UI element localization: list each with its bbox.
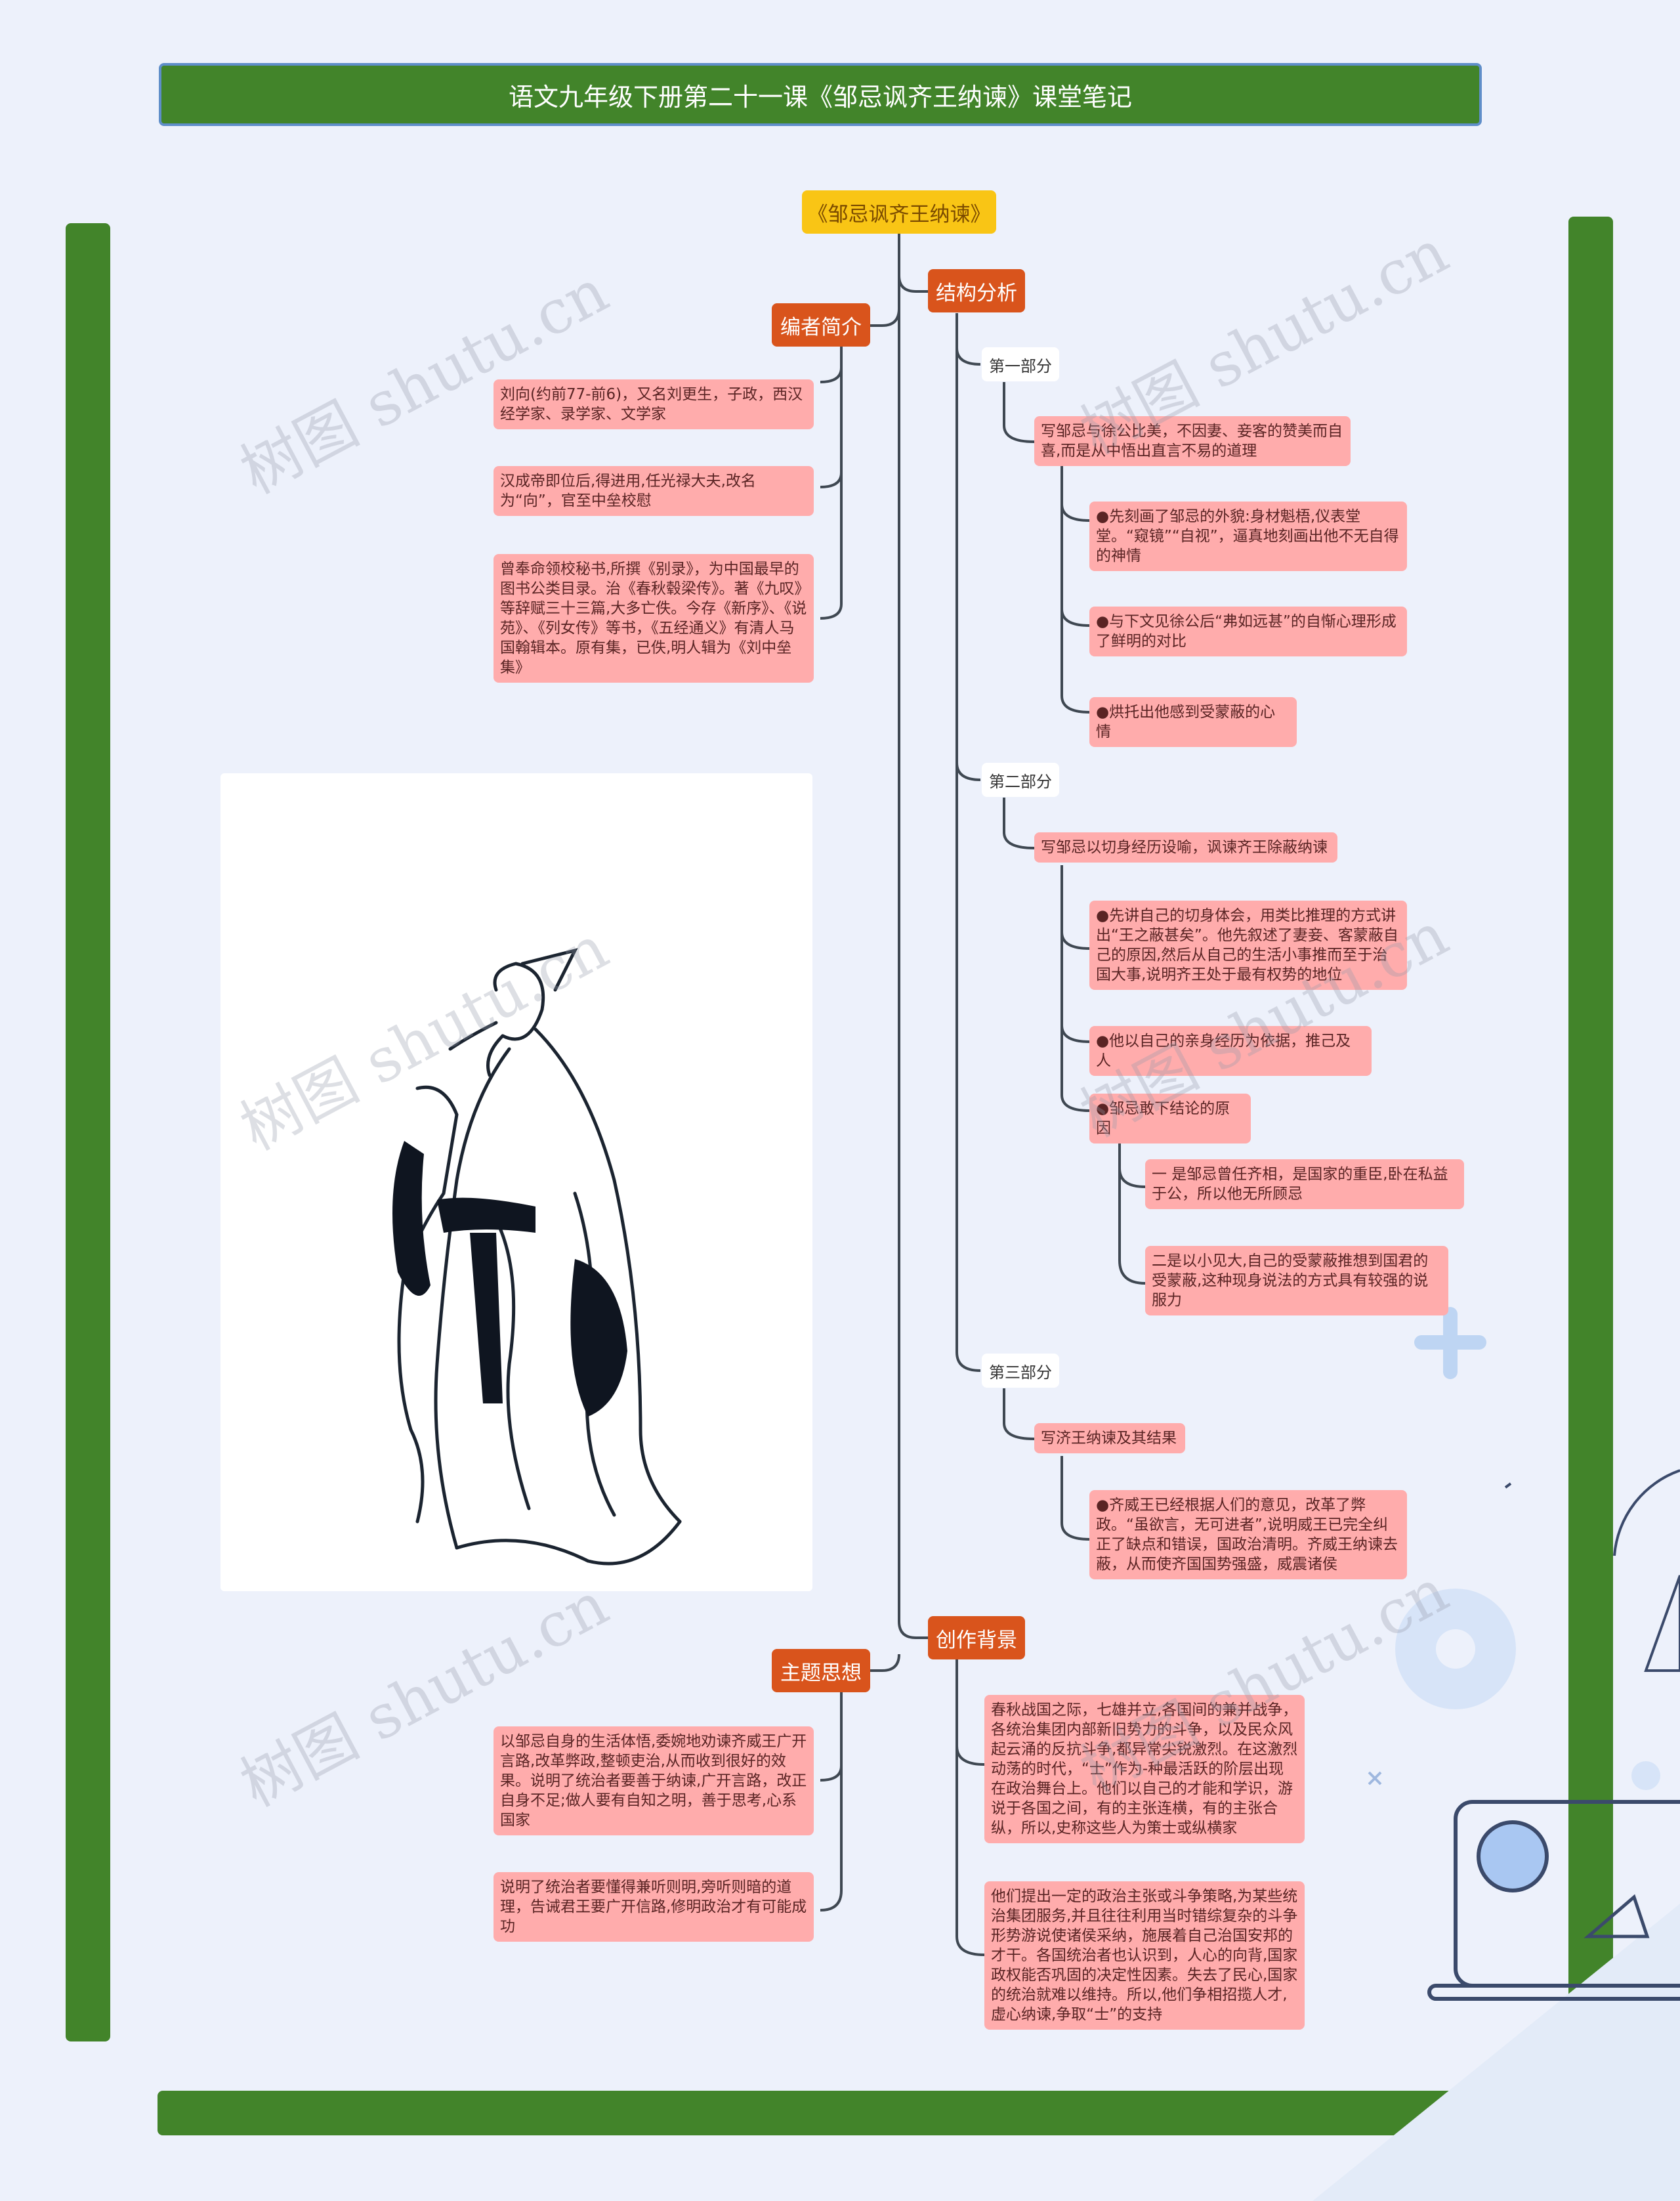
part-1-point-3[interactable]: ●烘托出他感到受蒙蔽的心情: [1089, 697, 1297, 747]
theme-note-2[interactable]: 说明了统治者要懂得兼听则明,旁听则暗的道理，告诫君王要广开信路,修明政治才有可能…: [494, 1872, 814, 1942]
branch-author[interactable]: 编者简介: [772, 303, 870, 347]
part-1-summary[interactable]: 写邹忌与徐公比美，不因妻、妾客的赞美而自喜,而是从中悟出直言不易的道理: [1034, 416, 1351, 466]
part-1-point-1[interactable]: ●先刻画了邹忌的外貌:身材魁梧,仪表堂堂。“窥镜”“自视”，逼真地刻画出他不无自…: [1089, 502, 1407, 571]
page-title: 语文九年级下册第二十一课《邹忌讽齐王纳谏》课堂笔记: [159, 63, 1482, 126]
zou-ji-portrait: [220, 773, 812, 1591]
author-note-1[interactable]: 刘向(约前77-前6)，又名刘更生，子政，西汉经学家、录学家、文学家: [494, 379, 814, 429]
background-note-2[interactable]: 他们提出一定的政治主张或斗争策略,为某些统治集团服务,并且往往利用当时错综复杂的…: [984, 1881, 1305, 2030]
part-2-point-2[interactable]: ●他以自己的亲身经历为依据，推己及人: [1089, 1026, 1372, 1076]
part-1-point-2[interactable]: ●与下文见徐公后“弗如远甚”的自惭心理形成了鲜明的对比: [1089, 607, 1407, 656]
branch-theme[interactable]: 主题思想: [772, 1649, 870, 1692]
part-2-reason-2[interactable]: 二是以小见大,自己的受蒙蔽推想到国君的受蒙蔽,这种现身说法的方式具有较强的说服力: [1145, 1246, 1448, 1315]
part-3-summary[interactable]: 写济王纳谏及其结果: [1034, 1423, 1185, 1453]
left-frame-bar: [66, 223, 110, 2041]
author-note-3[interactable]: 曾奉命领校秘书,所撰《别录》，为中国最早的图书公类目录。治《春秋毂梁传》。著《九…: [494, 554, 814, 683]
part-3-label[interactable]: 第三部分: [982, 1354, 1059, 1388]
author-note-2[interactable]: 汉成帝即位后,得进用,任光禄大夫,改名为“向”，官至中垒校慰: [494, 466, 814, 516]
root-node[interactable]: 《邹忌讽齐王纳谏》: [802, 190, 996, 234]
bottom-frame-bar: [158, 2091, 1500, 2135]
part-2-label[interactable]: 第二部分: [982, 763, 1059, 797]
branch-structure[interactable]: 结构分析: [928, 269, 1025, 312]
theme-note-1[interactable]: 以邹忌自身的生活体悟,委婉地劝谏齐威王广开言路,改革弊政,整顿吏治,从而收到很好…: [494, 1726, 814, 1835]
part-1-label[interactable]: 第一部分: [982, 347, 1059, 381]
part-2-point-1[interactable]: ●先讲自己的切身体会，用类比推理的方式讲出“王之蔽甚矣”。他先叙述了妻妾、客蒙蔽…: [1089, 901, 1407, 990]
part-2-point-3[interactable]: ●邹忌敢下结论的原因: [1089, 1094, 1251, 1143]
right-frame-bar: [1568, 217, 1613, 2019]
part-2-summary[interactable]: 写邹忌以切身经历设喻，讽谏齐王除蔽纳谏: [1034, 832, 1337, 863]
part-2-reason-1[interactable]: 一 是邹忌曾任齐相，是国家的重臣,卧在私益于公，所以他无所顾忌: [1145, 1159, 1464, 1209]
part-3-point-1[interactable]: ●齐威王已经根据人们的意见，改革了弊政。“虽欲言，无可进者”,说明威王已完全纠正…: [1089, 1490, 1407, 1579]
branch-background[interactable]: 创作背景: [928, 1616, 1025, 1659]
scholar-drawing-icon: [392, 948, 682, 1566]
background-note-1[interactable]: 春秋战国之际，七雄并立,各国间的兼并战争，各统治集团内部新旧势力的斗争，以及民众…: [984, 1695, 1305, 1843]
